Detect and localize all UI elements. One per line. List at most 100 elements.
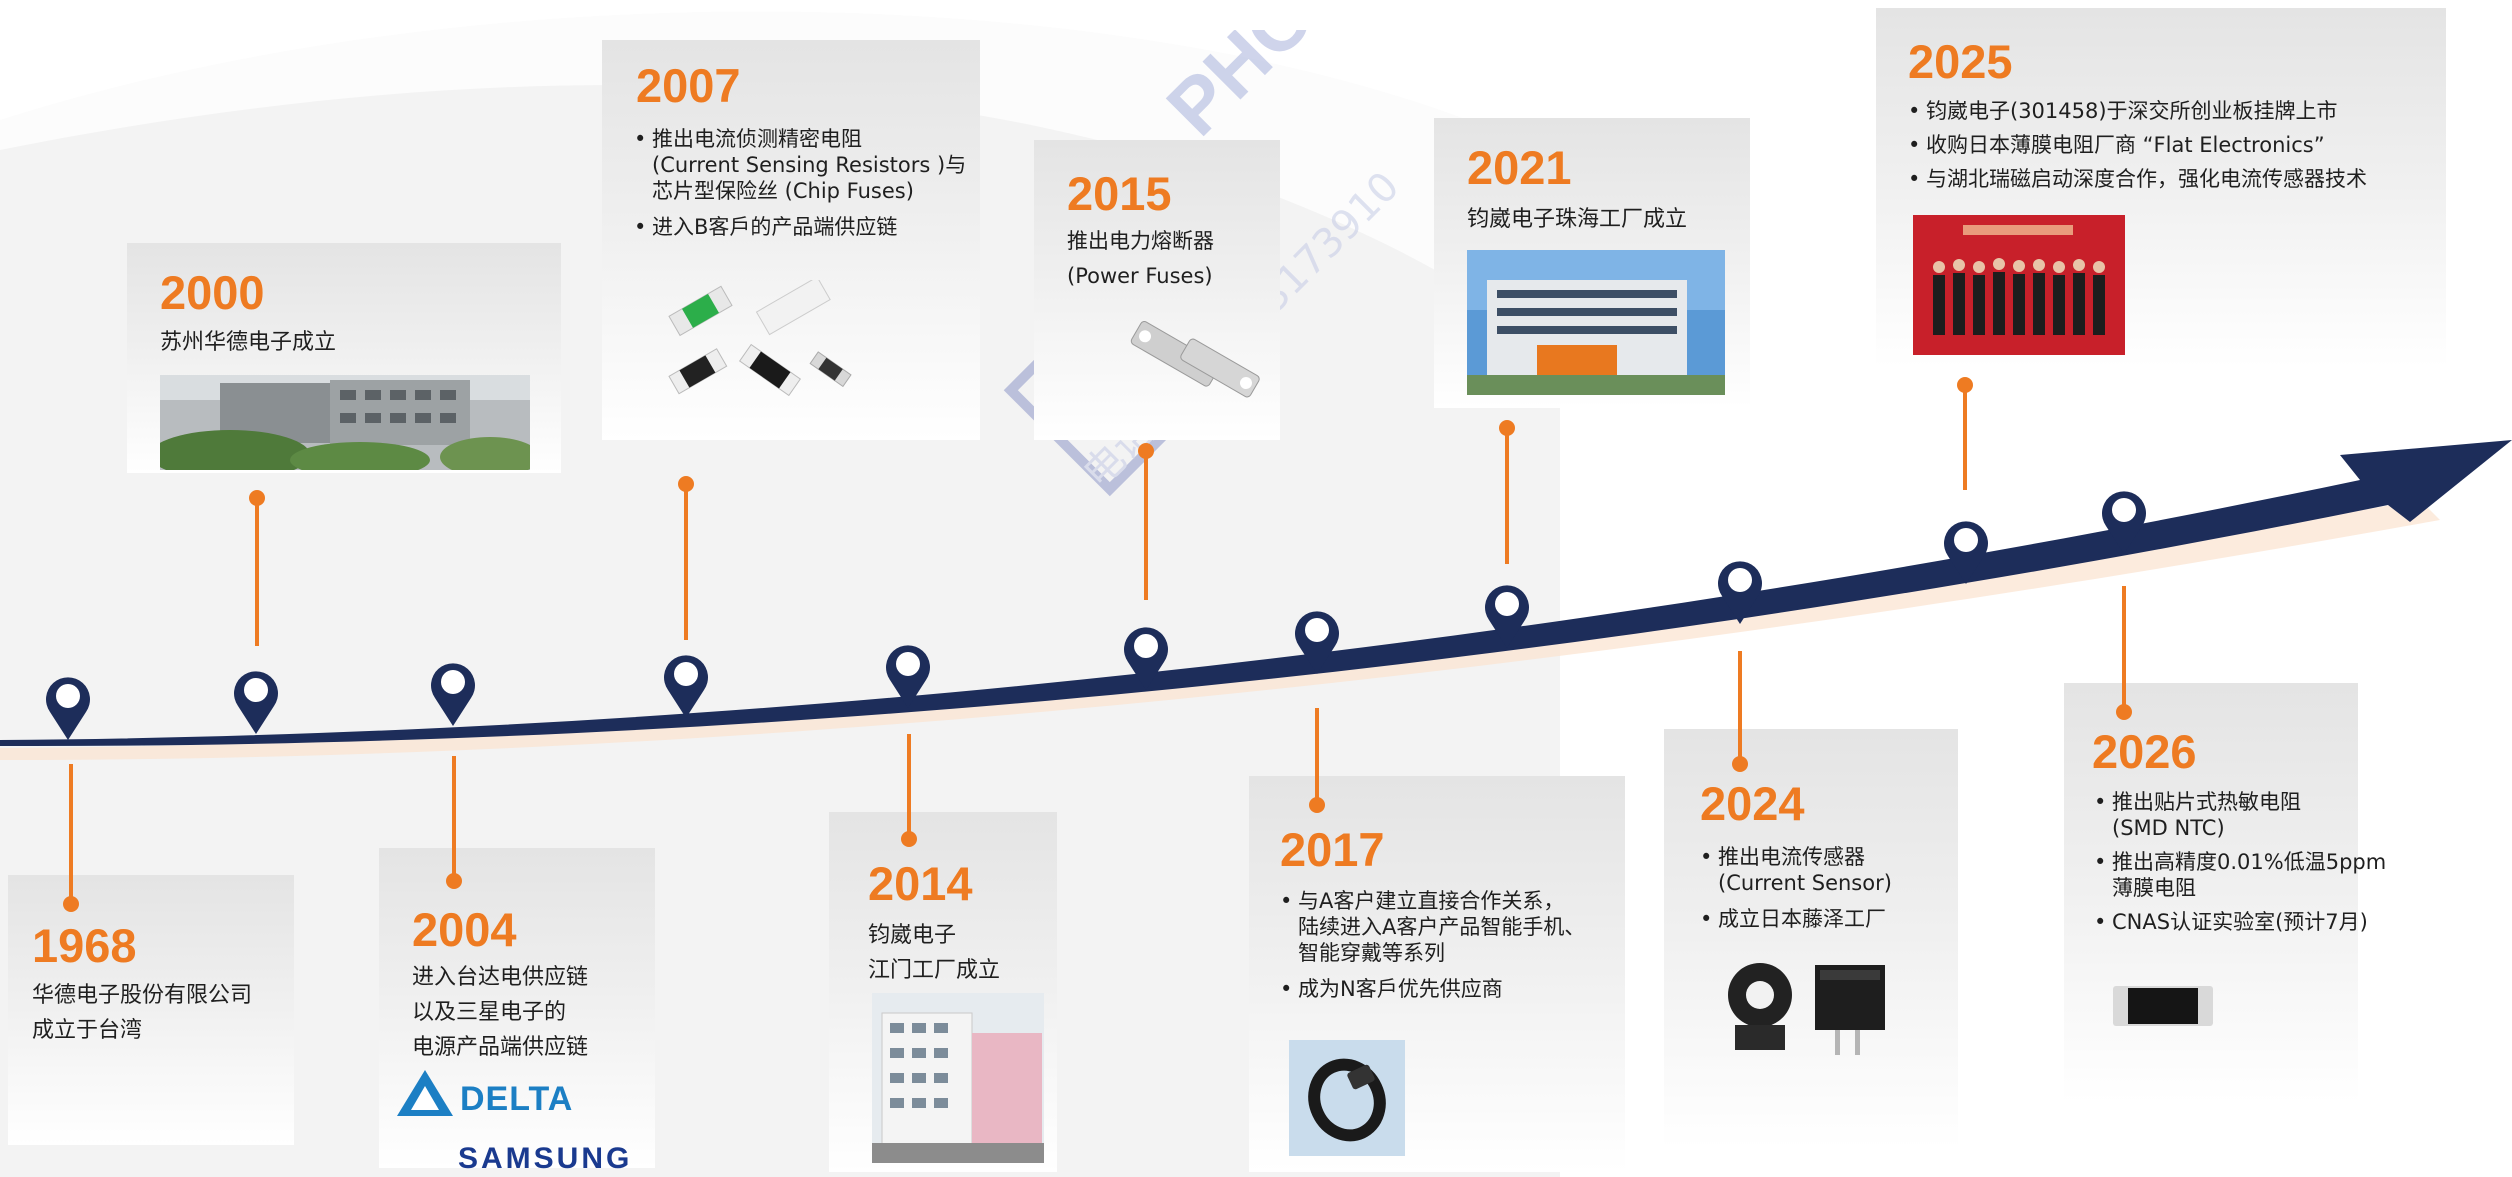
location-pin-icon [1485,585,1529,648]
bullet-item: 推出高精度0.01%低温5ppm 薄膜电阻 [2094,849,2386,901]
bullet-item: 进入B客戶的产品端供应链 [634,214,966,240]
zhuhai-factory-photo [1467,250,1725,395]
connector-dot [249,490,265,506]
milestone-year: 2021 [1467,141,1572,194]
milestone-bullets: 推出电流传感器 (Current Sensor) 成立日本藤泽工厂 [1700,844,1892,942]
milestone-bullets: 与A客户建立直接合作关系， 陆续进入A客户产品智能手机、 智能穿戴等系列 成为N… [1280,888,1585,1012]
location-pin-icon [886,645,930,708]
connector-dot [1499,420,1515,436]
connector-line [452,756,456,880]
location-pin-icon [1295,611,1339,674]
jiangmen-factory-photo [872,993,1044,1163]
milestone-line: 电源产品端供应链 [412,1035,589,1060]
bullet-line: CNAS认证实验室(预计7月) [2112,910,2368,934]
connector-line [255,496,259,646]
connector-dot [446,873,462,889]
location-pin-icon [46,677,90,740]
bullet-line: 陆续进入A客户产品智能手机、 [1298,915,1586,939]
delta-logo-text: DELTA [460,1080,574,1118]
delta-logo-icon [397,1070,453,1116]
connector-line [1963,386,1967,490]
milestone-bullets: 推出电流侦测精密电阻 (Current Sensing Resistors )与… [634,126,966,250]
connector-line [69,764,73,904]
bullet-item: 成为N客戶优先供应商 [1280,976,1585,1002]
milestone-bullets: 钧崴电子(301458)于深交所创业板挂牌上市 收购日本薄膜电阻厂商 “Flat… [1908,98,2367,202]
location-pin-icon [431,663,475,726]
bullet-line: (SMD NTC) [2112,816,2225,840]
milestone-line: 华德电子股份有限公司 [32,983,253,1008]
bullet-item: 与A客户建立直接合作关系， 陆续进入A客户产品智能手机、 智能穿戴等系列 [1280,888,1585,966]
bullet-item: 钧崴电子(301458)于深交所创业板挂牌上市 [1908,98,2367,124]
milestone-line: 苏州华德电子成立 [160,330,337,355]
milestone-year: 2026 [2092,725,2197,778]
location-pin-icon [2102,491,2146,554]
milestone-card-2024 [1664,729,1958,1149]
bullet-item: 成立日本藤泽工厂 [1700,906,1892,932]
milestone-card-1968 [8,875,294,1145]
milestone-text: 钧崴电子珠海工厂成立 [1467,202,1687,237]
watermark-logo-text: PHOST [1150,30,1402,152]
milestone-bullets: 推出贴片式热敏电阻 (SMD NTC) 推出高精度0.01%低温5ppm 薄膜电… [2094,789,2386,945]
chip-resistors-image [668,280,852,397]
bullet-line: (Current Sensing Resistors )与 [652,153,967,177]
bullet-item: CNAS认证实验室(预计7月) [2094,909,2386,935]
bullet-line: 推出电流传感器 [1718,845,1865,869]
bullet-line: 钧崴电子(301458)于深交所创业板挂牌上市 [1926,99,2338,123]
bullet-item: 推出电流传感器 (Current Sensor) [1700,844,1892,896]
milestone-line: 以及三星电子的 [412,1000,567,1025]
connector-line [907,734,911,838]
samsung-logo-text: SAMSUNG [458,1142,633,1175]
suzhou-factory-photo [160,375,530,470]
milestone-year: 2017 [1280,823,1385,876]
connector-dot [1138,443,1154,459]
location-pin-icon [1944,521,1988,584]
milestone-text: 苏州华德电子成立 [160,325,336,360]
connector-dot [2116,704,2132,720]
milestone-year: 2014 [868,857,973,910]
milestone-text: 进入台达电供应链 以及三星电子的 电源产品端供应链 [412,960,588,1065]
current-sensor-image [1728,963,1885,1055]
milestone-line: (Power Fuses) [1067,264,1213,288]
connector-line [684,484,688,640]
connector-line [1505,428,1509,564]
milestone-year: 2015 [1067,167,1172,220]
connector-dot [678,476,694,492]
milestone-year: 2025 [1908,35,2013,88]
bullet-line: 薄膜电阻 [2112,876,2196,900]
bullet-item: 收购日本薄膜电阻厂商 “Flat Electronics” [1908,132,2367,158]
milestone-line: 成立于台湾 [32,1018,143,1043]
bullet-line: 进入B客戶的产品端供应链 [652,215,898,239]
milestone-year: 2000 [160,266,265,319]
connector-line [1315,708,1319,804]
bullet-item: 与湖北瑞磁启动深度合作，强化电流传感器技术 [1908,166,2367,192]
connector-dot [1957,377,1973,393]
connector-dot [901,831,917,847]
bullet-line: (Current Sensor) [1718,871,1892,895]
connector-line [1144,448,1148,600]
bullet-line: 推出电流侦测精密电阻 [652,127,862,151]
power-fuses-image [1130,320,1260,398]
location-pin-icon [1718,561,1762,624]
milestone-line: 钧崴电子珠海工厂成立 [1467,207,1688,232]
milestone-line: 钧崴电子 [868,923,957,948]
bullet-line: 收购日本薄膜电阻厂商 “Flat Electronics” [1926,133,2325,157]
milestone-line: 江门工厂成立 [868,958,1001,983]
connector-dot [63,896,79,912]
milestone-year: 2004 [412,903,517,956]
milestone-line: 进入台达电供应链 [412,965,589,990]
milestone-text: 推出电力熔断器 (Power Fuses) [1067,224,1214,294]
milestone-year: 2024 [1700,777,1805,830]
bullet-line: 成为N客戶优先供应商 [1298,977,1503,1001]
location-pin-icon [664,655,708,718]
bullet-line: 推出高精度0.01%低温5ppm [2112,850,2387,874]
bullet-item: 推出贴片式热敏电阻 (SMD NTC) [2094,789,2386,841]
bullet-line: 芯片型保险丝 (Chip Fuses) [652,179,914,203]
milestone-text: 钧崴电子 江门工厂成立 [868,918,1000,988]
milestone-year: 2007 [636,59,741,112]
bullet-line: 推出贴片式热敏电阻 [2112,790,2301,814]
connector-line [1738,651,1742,763]
milestone-text: 华德电子股份有限公司 成立于台湾 [32,978,252,1048]
smd-ntc-image [2113,986,2213,1026]
bullet-line: 与湖北瑞磁启动深度合作，强化电流传感器技术 [1926,167,2367,191]
bullet-line: 成立日本藤泽工厂 [1718,907,1886,931]
